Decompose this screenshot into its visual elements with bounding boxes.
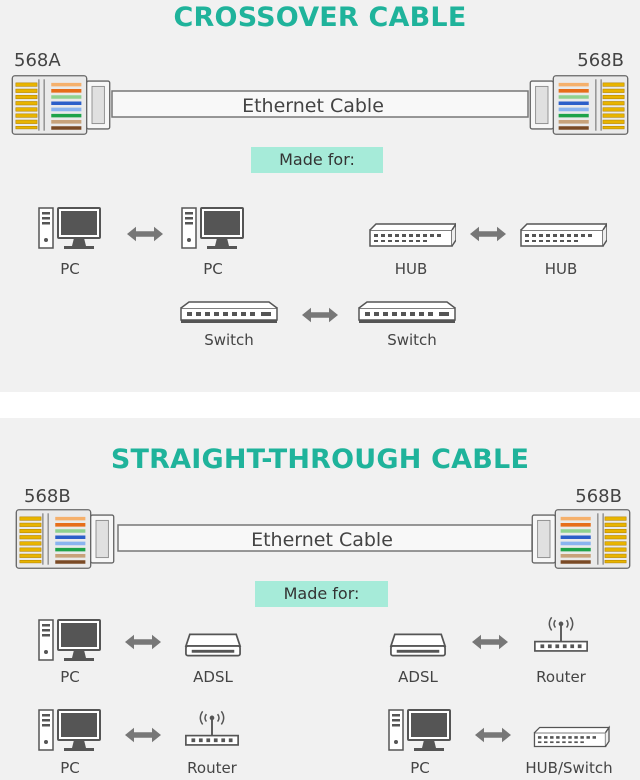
pc-icon bbox=[38, 206, 104, 250]
straight-right-standard: 568B bbox=[575, 486, 622, 507]
device-label: ADSL bbox=[398, 668, 438, 686]
straight-made-for: Made for: bbox=[255, 581, 388, 607]
straight-title: STRAIGHT-THROUGH CABLE bbox=[110, 444, 530, 475]
device-label: HUB bbox=[544, 260, 578, 278]
adsl-icon bbox=[389, 630, 447, 660]
hub-icon bbox=[366, 220, 456, 250]
device-label: Router bbox=[187, 759, 237, 777]
ethernet-cable-body bbox=[111, 90, 529, 118]
rj45-connector-icon bbox=[528, 74, 630, 136]
pc-icon bbox=[38, 618, 104, 662]
pc-icon bbox=[181, 206, 247, 250]
device-label: ADSL bbox=[193, 668, 233, 686]
device-label: PC bbox=[410, 759, 430, 777]
hub-icon bbox=[517, 220, 607, 250]
double-arrow-icon bbox=[474, 726, 512, 744]
router-icon bbox=[533, 616, 589, 656]
cable-label: Ethernet Cable bbox=[242, 95, 384, 117]
hub-icon bbox=[528, 724, 612, 750]
crossover-title: CROSSOVER CABLE bbox=[173, 2, 467, 33]
double-arrow-icon bbox=[471, 633, 509, 651]
device-label: Router bbox=[536, 668, 586, 686]
crossover-left-standard: 568A bbox=[14, 50, 61, 71]
crossover-right-standard: 568B bbox=[577, 50, 624, 71]
rj45-connector-icon bbox=[10, 74, 112, 136]
straight-left-standard: 568B bbox=[24, 486, 71, 507]
device-label: PC bbox=[60, 759, 80, 777]
rj45-connector-icon bbox=[530, 508, 632, 570]
cable-label: Ethernet Cable bbox=[251, 529, 393, 551]
device-label: PC bbox=[60, 668, 80, 686]
straight-through-panel: STRAIGHT-THROUGH CABLE 568B 568B Etherne… bbox=[0, 418, 640, 780]
switch-icon bbox=[357, 300, 457, 326]
device-label: HUB/Switch bbox=[525, 759, 613, 777]
crossover-made-for: Made for: bbox=[251, 147, 383, 173]
device-label: PC bbox=[203, 260, 223, 278]
double-arrow-icon bbox=[126, 225, 164, 243]
device-label: PC bbox=[60, 260, 80, 278]
device-label: Switch bbox=[204, 331, 254, 349]
pc-icon bbox=[38, 708, 104, 752]
crossover-cable: Ethernet Cable bbox=[10, 74, 630, 136]
double-arrow-icon bbox=[301, 306, 339, 324]
rj45-connector-icon bbox=[14, 508, 116, 570]
crossover-panel: CROSSOVER CABLE 568A 568B Ethernet Cable… bbox=[0, 0, 640, 392]
straight-cable: Ethernet Cable bbox=[14, 508, 632, 570]
device-label: HUB bbox=[394, 260, 428, 278]
device-label: Switch bbox=[387, 331, 437, 349]
double-arrow-icon bbox=[124, 633, 162, 651]
double-arrow-icon bbox=[469, 225, 507, 243]
double-arrow-icon bbox=[124, 726, 162, 744]
switch-icon bbox=[179, 300, 279, 326]
adsl-icon bbox=[184, 630, 242, 660]
pc-icon bbox=[388, 708, 454, 752]
ethernet-cable-body bbox=[117, 524, 533, 552]
router-icon bbox=[184, 710, 240, 750]
